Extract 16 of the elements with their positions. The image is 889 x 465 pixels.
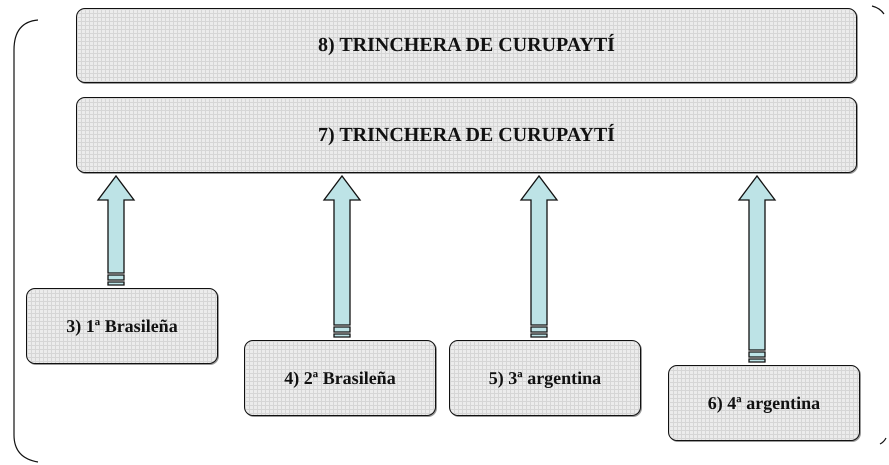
trench-box (76, 8, 857, 83)
block-arrow (96, 174, 136, 286)
unit-box (26, 288, 218, 364)
node-label: 3) 1ª Brasileña (65, 316, 179, 336)
node-label: 5) 3ª argentina (488, 368, 602, 388)
unit-box (244, 340, 436, 416)
block-arrow (520, 174, 558, 338)
block-arrow (738, 174, 776, 363)
unit-box (449, 340, 641, 416)
node-label: 8) TRINCHERA DE CURUPAYTÍ (317, 34, 616, 57)
node-label: 7) TRINCHERA DE CURUPAYTÍ (317, 124, 616, 146)
node-label: 4) 2ª Brasileña (283, 368, 397, 388)
trench-box (76, 97, 857, 173)
node-label: 6) 4ª argentina (706, 392, 822, 414)
unit-box (668, 365, 860, 441)
block-arrow (322, 174, 362, 338)
